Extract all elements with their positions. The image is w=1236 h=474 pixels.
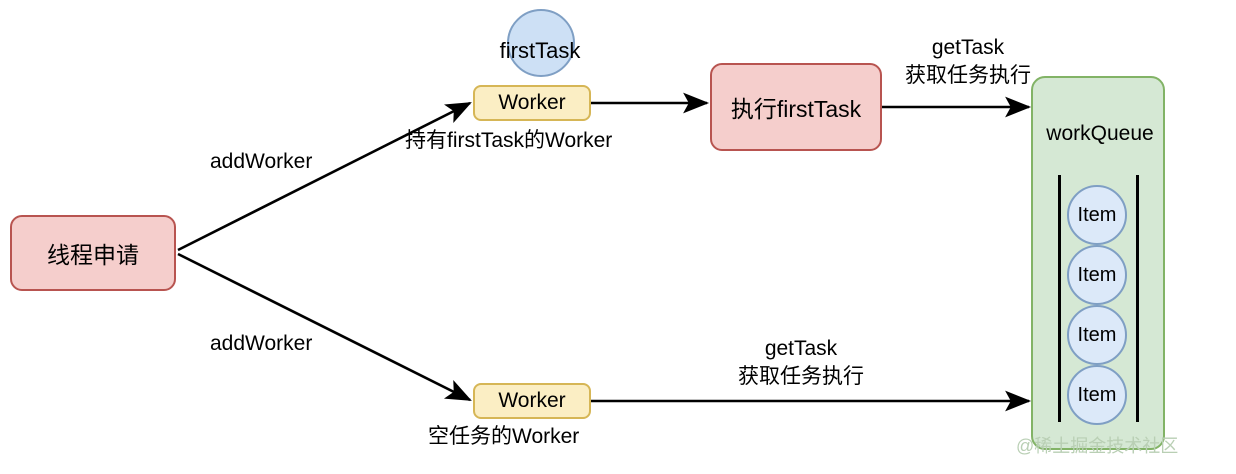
edge-label-gettask-bottom-line2: 获取任务执行: [738, 365, 864, 388]
queue-rail-right: [1136, 175, 1139, 422]
edge-addworker-top: [177, 101, 472, 252]
node-worker-top[interactable]: Worker: [473, 85, 591, 121]
circle-first-task[interactable]: [507, 9, 575, 77]
queue-item-label: Item: [1077, 323, 1117, 346]
node-work-queue[interactable]: workQueue Item Item Item Item: [1031, 76, 1165, 450]
queue-item[interactable]: Item: [1067, 365, 1127, 425]
queue-item-label: Item: [1077, 263, 1117, 286]
watermark: @稀土掘金技术社区: [1016, 436, 1179, 456]
edge-label-empty-worker: 空任务的Worker: [428, 425, 580, 448]
queue-item[interactable]: Item: [1067, 305, 1127, 365]
node-worker-bottom-label: Worker: [498, 389, 566, 412]
edge-label-gettask-bottom-line1: getTask: [764, 337, 838, 360]
node-thread-request[interactable]: 线程申请: [10, 215, 176, 291]
edge-label-gettask-top-line2: 获取任务执行: [905, 64, 1031, 87]
queue-item-label: Item: [1077, 203, 1117, 226]
node-exec-first-task[interactable]: 执行firstTask: [710, 63, 882, 151]
edge-addworker-bottom: [177, 252, 472, 402]
node-exec-first-task-label: 执行firstTask: [730, 96, 862, 122]
node-worker-top-label: Worker: [498, 91, 566, 114]
queue-item[interactable]: Item: [1067, 245, 1127, 305]
edge-label-gettask-bottom: getTask 获取任务执行: [708, 335, 894, 391]
queue-item-label: Item: [1077, 383, 1117, 406]
edge-label-gettask-top-line1: getTask: [931, 36, 1005, 59]
node-thread-request-label: 线程申请: [47, 242, 139, 268]
work-queue-title: workQueue: [1046, 122, 1154, 145]
queue-rail-left: [1058, 175, 1061, 422]
queue-item[interactable]: Item: [1067, 185, 1127, 245]
node-worker-bottom[interactable]: Worker: [473, 383, 591, 419]
edge-label-addworker-top: addWorker: [210, 150, 313, 173]
edge-label-gettask-top: getTask 获取任务执行: [875, 34, 1061, 90]
first-task-label: firstTask: [499, 38, 581, 63]
edge-label-hold-first-task: 持有firstTask的Worker: [405, 129, 613, 152]
edge-label-addworker-bottom: addWorker: [210, 332, 313, 355]
